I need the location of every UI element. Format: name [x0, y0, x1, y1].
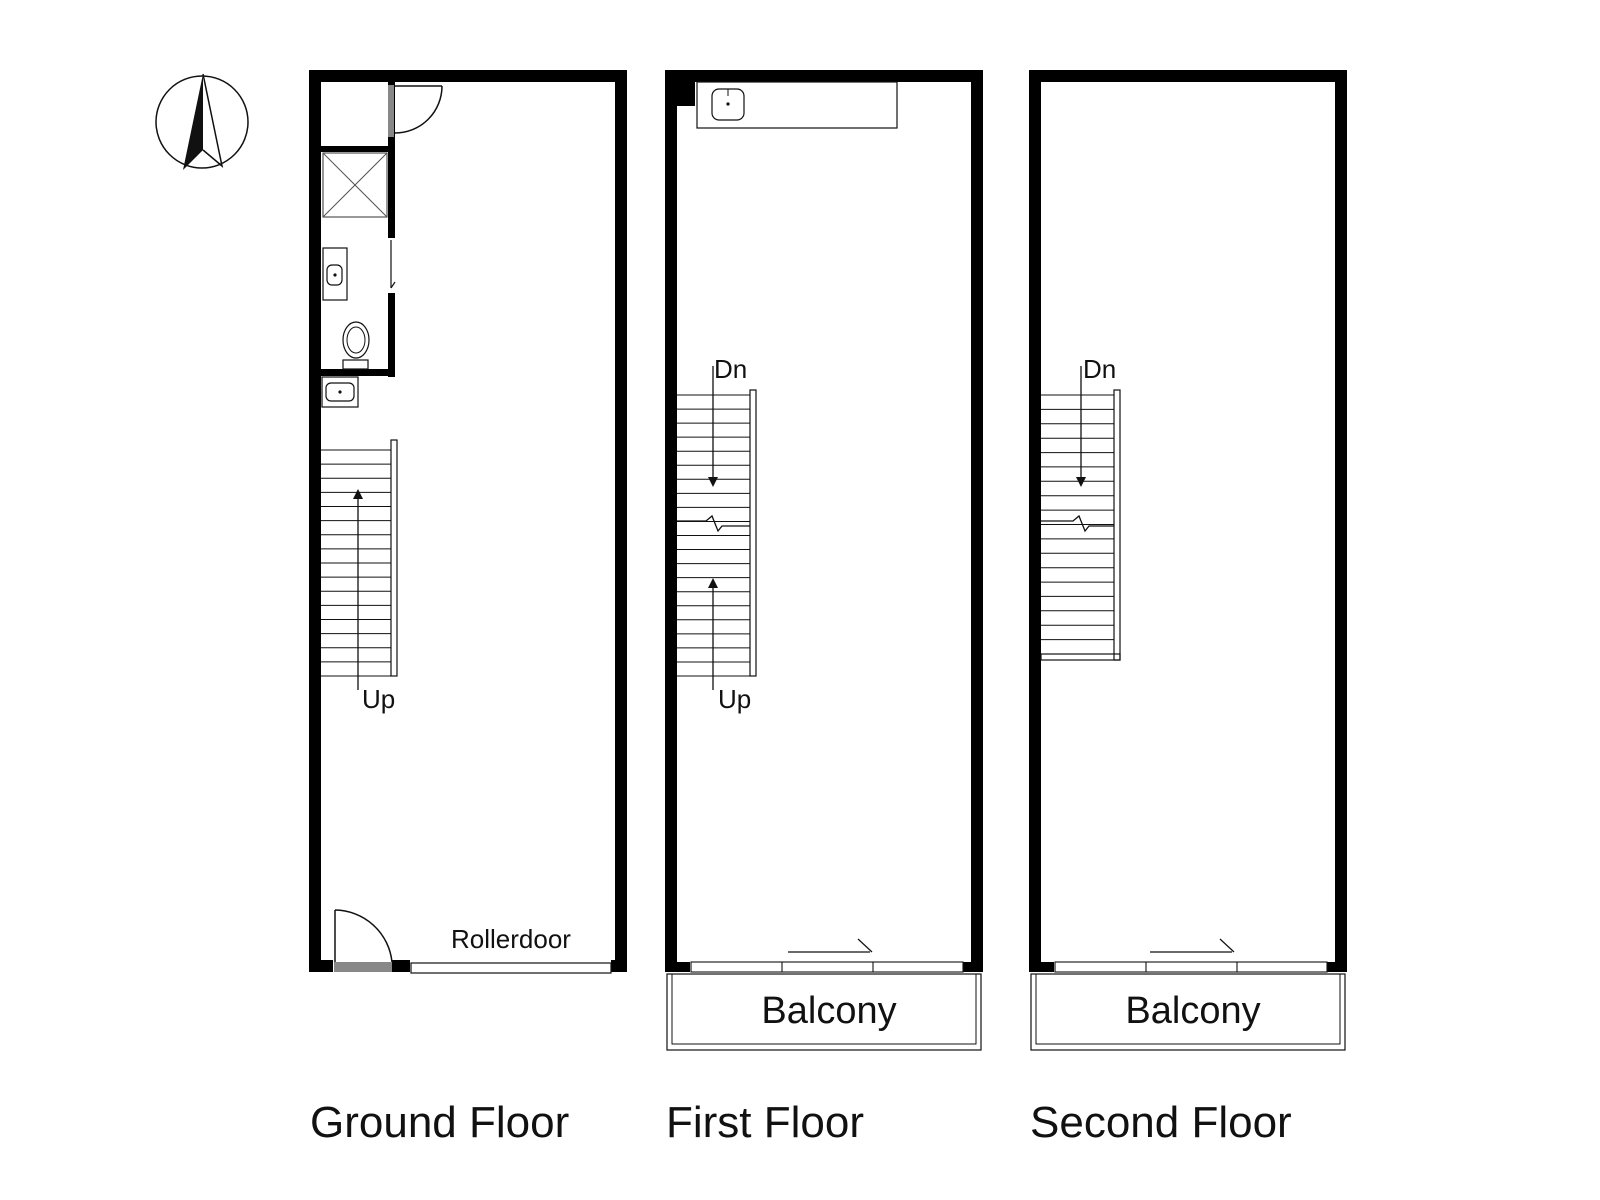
- sliding-door-icon: [1150, 938, 1235, 953]
- first-outer-wall-top: [665, 70, 983, 82]
- door-jamb-grey: [388, 85, 394, 137]
- first-outer-wall-left: [665, 70, 677, 972]
- bath-partition-right-upper: [388, 82, 395, 238]
- sink-icon: [711, 88, 745, 121]
- stair-handrail: [1113, 389, 1121, 661]
- bath-partition-bottom: [321, 369, 395, 376]
- stair-down-label: Dn: [1083, 354, 1116, 384]
- ground-outer-wall-left: [309, 70, 321, 972]
- ground-staircase: Up: [321, 439, 398, 714]
- stair-up-label: Up: [362, 684, 395, 714]
- stair-down-arrow-icon: [708, 366, 718, 487]
- laundry-basin-icon: [321, 376, 359, 408]
- stair-up-arrow-icon: [353, 489, 363, 690]
- stair-treads: [321, 449, 391, 677]
- stair-treads: [1041, 394, 1114, 655]
- first-outer-wall-right: [971, 70, 983, 972]
- second-floor-title: Second Floor: [1030, 1098, 1292, 1147]
- first-staircase: Dn Up: [677, 354, 757, 714]
- north-arrow-icon: [183, 73, 224, 170]
- compass: [155, 73, 249, 170]
- balcony-label: Balcony: [1125, 990, 1260, 1032]
- ground-wall-bottom-left: [309, 960, 333, 972]
- second-outer-wall-right: [1335, 70, 1347, 972]
- stair-up-arrow-icon: [708, 578, 718, 690]
- second-outer-wall-top: [1029, 70, 1347, 82]
- first-balcony: Balcony: [666, 973, 982, 1051]
- balcony-label: Balcony: [761, 990, 896, 1032]
- stair-down-label: Dn: [714, 354, 747, 384]
- kitchen-bench: [696, 81, 898, 129]
- rollerdoor-label: Rollerdoor: [451, 924, 571, 954]
- stair-handrail: [749, 389, 757, 677]
- second-outer-wall-left: [1029, 70, 1041, 972]
- compass-ring: [155, 75, 249, 169]
- bath-partition-top: [321, 146, 395, 152]
- sliding-door-icon: [390, 240, 396, 289]
- shower-icon: [322, 152, 388, 218]
- first-floor-plan: Dn Up Balcony First Floor: [665, 70, 983, 1147]
- balcony-door-panels: [1054, 961, 1328, 973]
- second-balcony: Balcony: [1030, 973, 1346, 1051]
- stair-handrail: [390, 439, 398, 677]
- second-staircase: Dn: [1040, 354, 1121, 661]
- first-wall-bottom-right: [963, 962, 983, 972]
- stair-up-label: Up: [718, 684, 751, 714]
- ground-wall-bottom-mid: [392, 960, 410, 972]
- ground-wall-bottom-right: [611, 960, 627, 972]
- balcony-door-panels: [690, 961, 964, 973]
- entry-door-icon: [334, 909, 393, 972]
- door-swing-icon: [394, 85, 443, 134]
- toilet-icon: [342, 321, 370, 370]
- sliding-door-icon: [788, 938, 873, 953]
- first-wall-bottom-left: [665, 962, 690, 972]
- rollerdoor: [410, 962, 612, 974]
- stair-down-arrow-icon: [1076, 366, 1086, 487]
- ground-floor-plan: Up Rollerdoor Ground Floor: [309, 70, 627, 1147]
- ground-outer-wall-right: [615, 70, 627, 972]
- second-floor-plan: Dn Balcony Second Floor: [1029, 70, 1347, 1147]
- stair-break-icon: [677, 514, 750, 533]
- ground-outer-wall-top: [309, 70, 627, 82]
- stair-landing-edge: [1040, 653, 1121, 661]
- bath-partition-right-lower: [388, 293, 395, 377]
- first-floor-title: First Floor: [666, 1098, 864, 1147]
- second-wall-bottom-right: [1327, 962, 1347, 972]
- ground-floor-title: Ground Floor: [310, 1098, 569, 1147]
- first-corner-block: [677, 82, 695, 106]
- stair-break-icon: [1041, 514, 1114, 533]
- basin-icon: [322, 247, 348, 301]
- second-wall-bottom-left: [1029, 962, 1054, 972]
